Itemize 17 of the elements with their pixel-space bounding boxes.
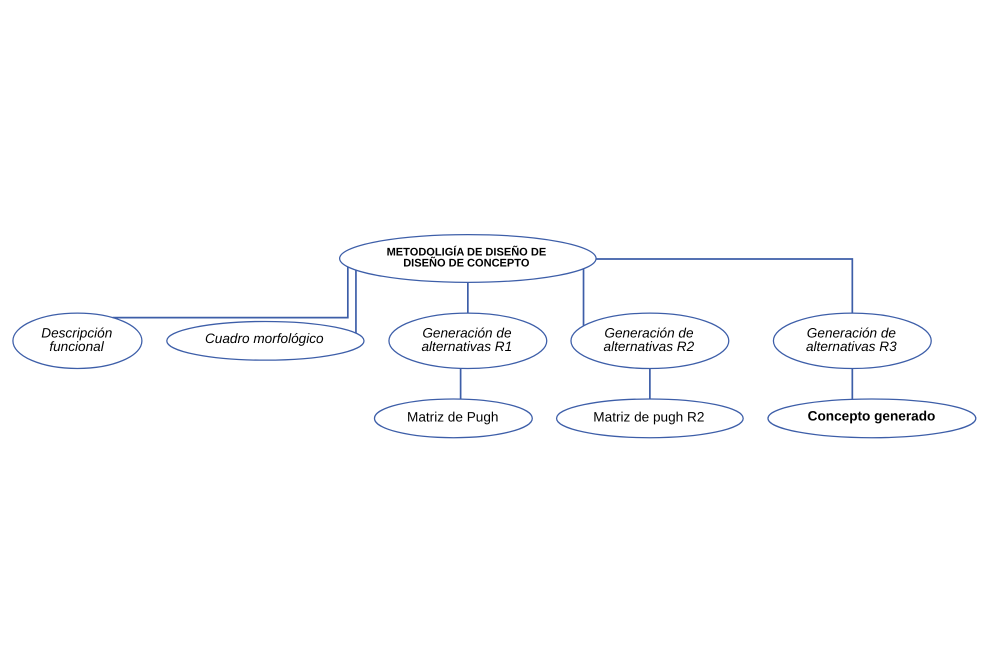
node-ellipse: Generación de alternativas R1 bbox=[388, 312, 548, 369]
node-ellipse: Concepto generado bbox=[767, 398, 976, 438]
node-ellipse: Cuadro morfológico bbox=[166, 320, 365, 360]
node-ellipse: METODOLIGÍA DE DISEÑO DE DISEÑO DE CONCEPTO bbox=[339, 233, 597, 282]
connector bbox=[582, 268, 584, 326]
connector bbox=[112, 266, 349, 318]
connector bbox=[467, 282, 469, 312]
connector bbox=[596, 258, 854, 313]
node-ellipse: Matriz de pugh R2 bbox=[556, 398, 744, 438]
connector bbox=[649, 368, 651, 399]
node-ellipse: Generación de alternativas R2 bbox=[570, 312, 730, 369]
node-ellipse: Matriz de Pugh bbox=[374, 398, 533, 438]
connector bbox=[355, 270, 357, 332]
node-ellipse: Generación de alternativas R3 bbox=[772, 312, 932, 369]
connector bbox=[460, 368, 462, 399]
connector bbox=[851, 368, 854, 399]
node-ellipse: Descripción funcional bbox=[12, 312, 143, 369]
